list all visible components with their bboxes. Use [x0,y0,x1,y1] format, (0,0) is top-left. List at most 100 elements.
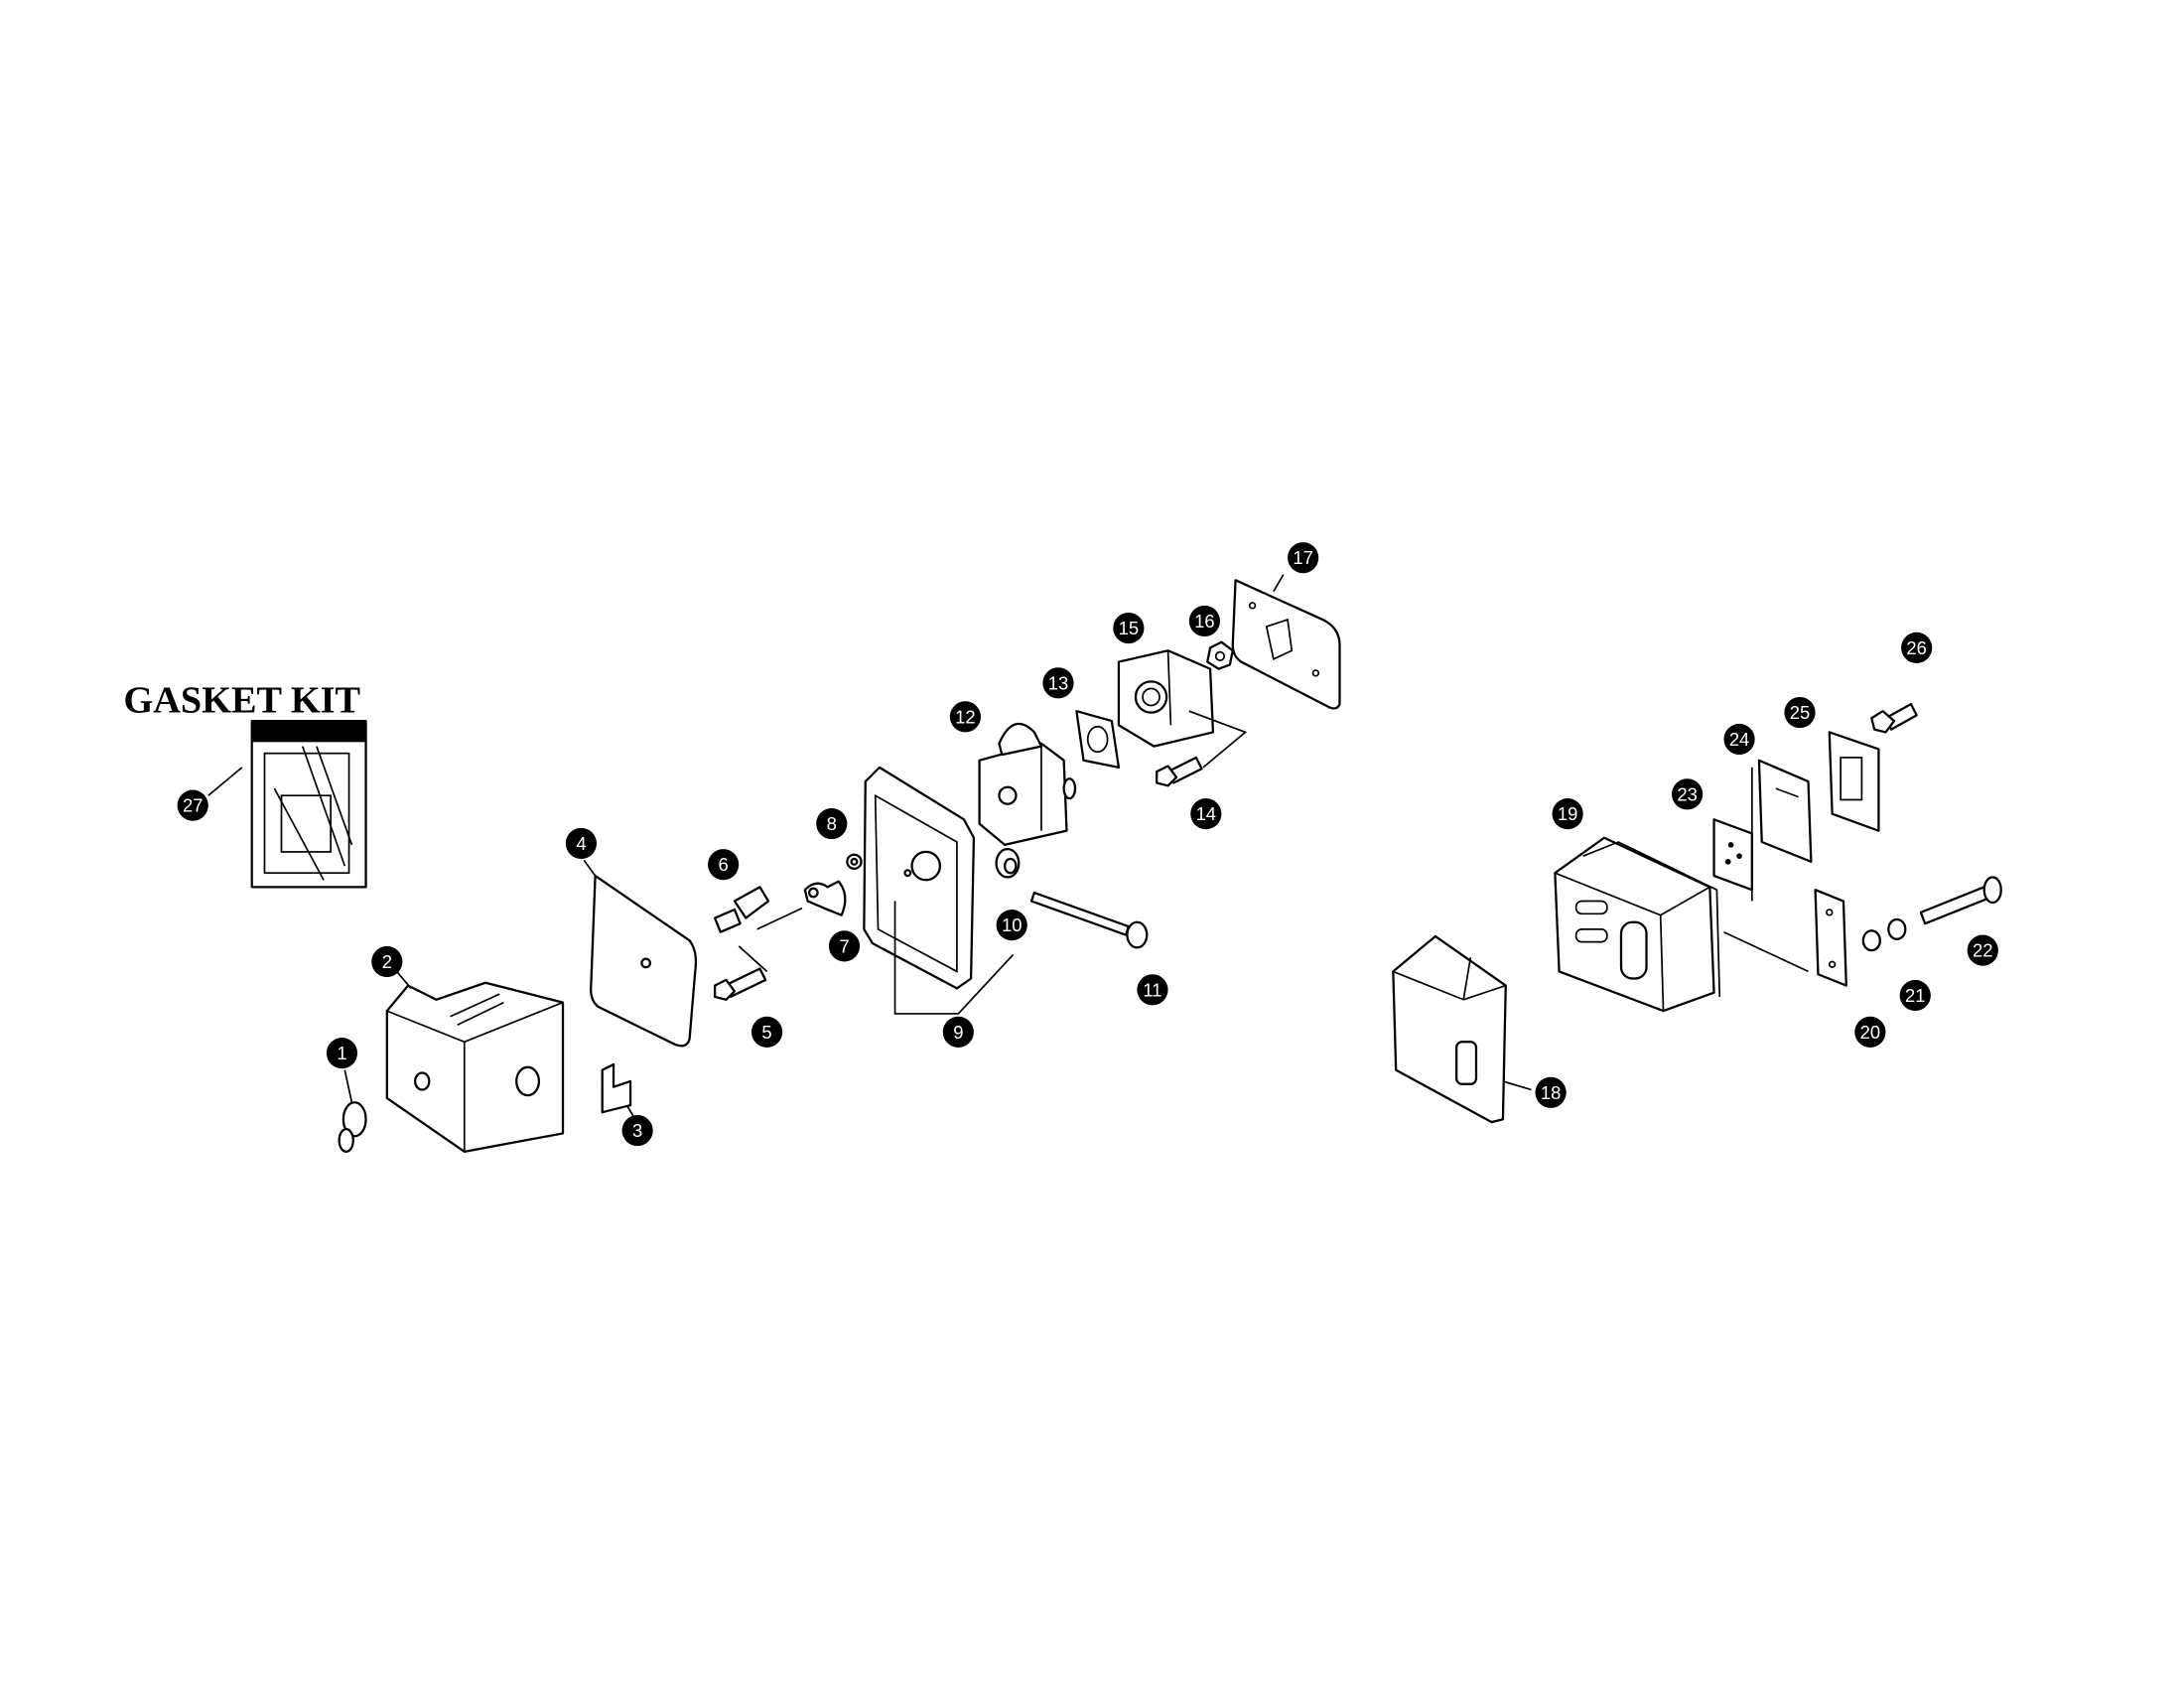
callout-9: 9 [942,1016,974,1048]
callout-7: 7 [828,930,861,962]
part-choke-lever [713,886,803,933]
part-spark-screen [1712,818,1753,892]
callout-23: 23 [1672,778,1704,810]
callout-16: 16 [1188,605,1220,637]
callout-19: 19 [1552,798,1583,830]
callout-circle [1188,605,1220,637]
callout-number: 11 [1143,979,1161,1000]
callout-number: 25 [1790,702,1810,723]
callout-number: 21 [1905,985,1925,1006]
part-muffler-plate [1814,889,1847,987]
callout-circle [1672,778,1704,810]
callout-25: 25 [1784,696,1816,729]
part-insulator [1117,649,1248,769]
callout-number: 2 [382,951,392,972]
callout-circle [942,1016,974,1048]
callout-27: 27 [177,789,208,821]
callout-circle [326,1038,358,1069]
part-air-filter [583,859,698,1048]
callout-circle [1723,723,1755,756]
part-nut [1206,640,1234,670]
callout-26: 26 [1901,632,1933,663]
part-bolt-26 [1870,702,1918,734]
callout-circle [1854,1016,1886,1048]
part-bolt-5 [713,945,768,1001]
callout-number: 13 [1048,672,1068,693]
callout-number: 27 [183,795,203,816]
callout-22: 22 [1967,934,1998,966]
callout-number: 15 [1119,618,1139,638]
callout-number: 19 [1558,803,1577,824]
part-cylinder-gasket [1231,574,1341,710]
part-bracket [803,880,847,916]
part-clip [601,1062,637,1122]
part-bolt-14 [1156,756,1203,787]
callout-circle [816,807,848,840]
callout-circle [371,945,403,978]
part-carburetor [978,722,1077,846]
callout-number: 5 [761,1022,771,1043]
callout-circle [565,827,598,860]
callout-12: 12 [949,701,982,733]
callout-6: 6 [708,849,740,881]
callout-number: 17 [1293,547,1312,568]
callout-8: 8 [816,807,848,840]
callout-circle [1899,979,1931,1012]
part-heat-shield [1392,934,1532,1124]
part-muffler-gasket [1828,731,1880,832]
callout-circle [949,701,982,733]
part-baffle [1750,759,1813,902]
callout-number: 24 [1729,729,1749,750]
part-grommet [995,847,1021,879]
callout-circle [1784,696,1816,729]
callout-number: 3 [632,1120,642,1141]
callout-number: 18 [1541,1082,1561,1103]
callout-1: 1 [326,1038,358,1069]
part-wing-nut [338,1069,367,1153]
callout-5: 5 [751,1016,783,1048]
gasket-kit-title: GASKET KIT [124,680,361,722]
callout-circle [1967,934,1998,966]
callout-number: 1 [337,1043,346,1063]
callout-circle [1137,974,1168,1006]
callout-4: 4 [565,827,598,860]
callout-circle [621,1115,653,1147]
part-carburetor-gasket [1075,710,1121,770]
callout-number: 12 [955,706,975,727]
callout-17: 17 [1288,542,1319,574]
gasket-kit-package [207,719,367,889]
callout-circle [751,1016,783,1048]
callout-2: 2 [371,945,403,978]
callout-15: 15 [1113,612,1145,644]
part-muffler [1554,836,1809,1013]
callout-20: 20 [1854,1016,1886,1048]
callout-number: 23 [1677,783,1697,804]
part-washers [1861,917,1907,952]
callout-number: 20 [1860,1022,1880,1043]
callout-14: 14 [1190,798,1222,830]
callout-18: 18 [1535,1076,1567,1108]
callout-circle [177,789,208,821]
callout-circle [1113,612,1145,644]
callout-circle [1901,632,1933,663]
callout-circle [1190,798,1222,830]
callout-number: 8 [827,813,837,834]
part-bolt-22 [1919,876,2002,925]
callout-circle [1288,542,1319,574]
callout-11: 11 [1137,974,1168,1006]
part-long-screw [1029,891,1149,949]
callout-21: 21 [1899,979,1931,1012]
callout-13: 13 [1042,667,1074,699]
callout-number: 22 [1973,940,1992,961]
callout-circle [1552,798,1583,830]
callout-number: 16 [1194,611,1214,632]
part-air-cleaner-cover [385,970,565,1153]
callout-circle [828,930,861,962]
callout-number: 10 [1002,914,1022,935]
callout-10: 10 [996,910,1027,941]
callout-circle [1042,667,1074,699]
callout-number: 26 [1906,637,1926,658]
